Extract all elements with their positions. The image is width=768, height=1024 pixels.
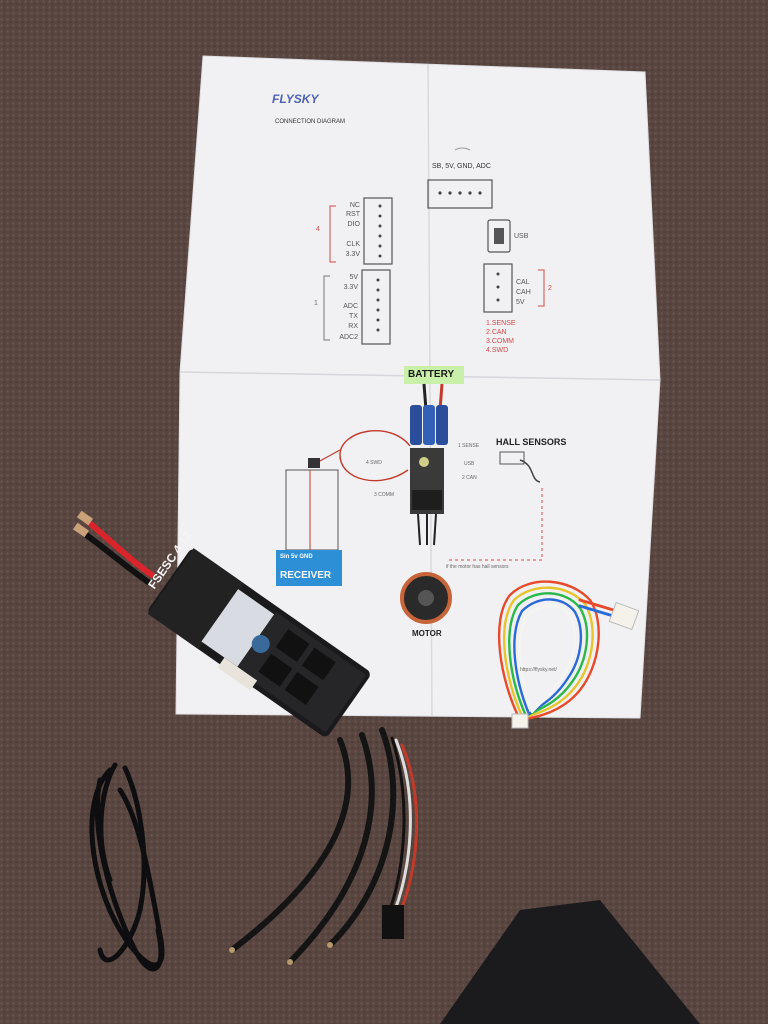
motor-drawing bbox=[400, 572, 452, 624]
swd-connector bbox=[363, 197, 393, 265]
comm-pin: ADC2 bbox=[339, 334, 358, 341]
comm-pin: ADC bbox=[343, 303, 358, 310]
usb-port bbox=[487, 219, 511, 253]
callout-usb: USB bbox=[464, 461, 475, 467]
callout-can: 2 CAN bbox=[462, 475, 477, 481]
esc-body bbox=[147, 548, 370, 737]
top-connector-labels: SB, 5V, GND, ADC bbox=[432, 163, 491, 170]
sheet-url: https://flysky.net/ bbox=[520, 667, 557, 673]
can-connector bbox=[483, 263, 513, 313]
comm-pin: RX bbox=[348, 323, 358, 330]
swd-pin: NC bbox=[349, 202, 360, 209]
capacitor-bank bbox=[410, 405, 448, 445]
sheet-heading: CONNECTION DIAGRAM bbox=[275, 119, 346, 125]
callout-swd: 4 SWD bbox=[366, 460, 382, 466]
comm-pin: 3.3V bbox=[343, 284, 358, 291]
dark-object bbox=[440, 900, 700, 1024]
callout-sense: 1 SENSE bbox=[458, 443, 480, 449]
can-pin: CAH bbox=[516, 289, 531, 296]
comm-connector bbox=[361, 269, 391, 345]
comm-pin: 5V bbox=[349, 274, 358, 281]
legend-item: 3.COMM bbox=[486, 338, 514, 345]
usb-cable-coil bbox=[89, 762, 165, 972]
legend-item: 1.SENSE bbox=[486, 320, 516, 327]
battery-label-box bbox=[404, 366, 464, 384]
group-1-number: 1 bbox=[314, 300, 318, 307]
esc-phase-wires bbox=[229, 727, 419, 965]
legend-item: 2.CAN bbox=[486, 329, 507, 336]
top-connector bbox=[427, 179, 493, 209]
swd-pin: RST bbox=[346, 211, 360, 218]
group-2-number: 2 bbox=[548, 285, 552, 292]
battery-label: BATTERY bbox=[408, 369, 455, 380]
usb-label: USB bbox=[514, 233, 529, 240]
swd-pin: 3.3V bbox=[345, 251, 360, 258]
brand-logo: FLYSKY bbox=[272, 92, 319, 106]
receiver-pins: Sin 5v GND bbox=[280, 554, 313, 560]
hall-note: if the motor has hall sensors bbox=[446, 564, 509, 570]
esc-battery-leads bbox=[79, 517, 155, 585]
receiver-pins-box bbox=[276, 550, 342, 566]
can-pin: 5V bbox=[516, 299, 525, 306]
group-4-number: 4 bbox=[316, 226, 320, 233]
motor-label: MOTOR bbox=[412, 629, 442, 638]
swd-pin: DIO bbox=[347, 221, 360, 228]
swd-pin: CLK bbox=[346, 241, 360, 248]
hall-sensors-label: HALL SENSORS bbox=[496, 437, 567, 447]
legend-item: 4.SWD bbox=[486, 347, 509, 354]
can-pin: CAL bbox=[516, 279, 530, 286]
comm-pin: TX bbox=[349, 313, 358, 320]
receiver-label-box bbox=[276, 566, 342, 586]
callout-comm: 3 COMM bbox=[374, 492, 394, 498]
receiver-label: RECEIVER bbox=[280, 570, 332, 581]
